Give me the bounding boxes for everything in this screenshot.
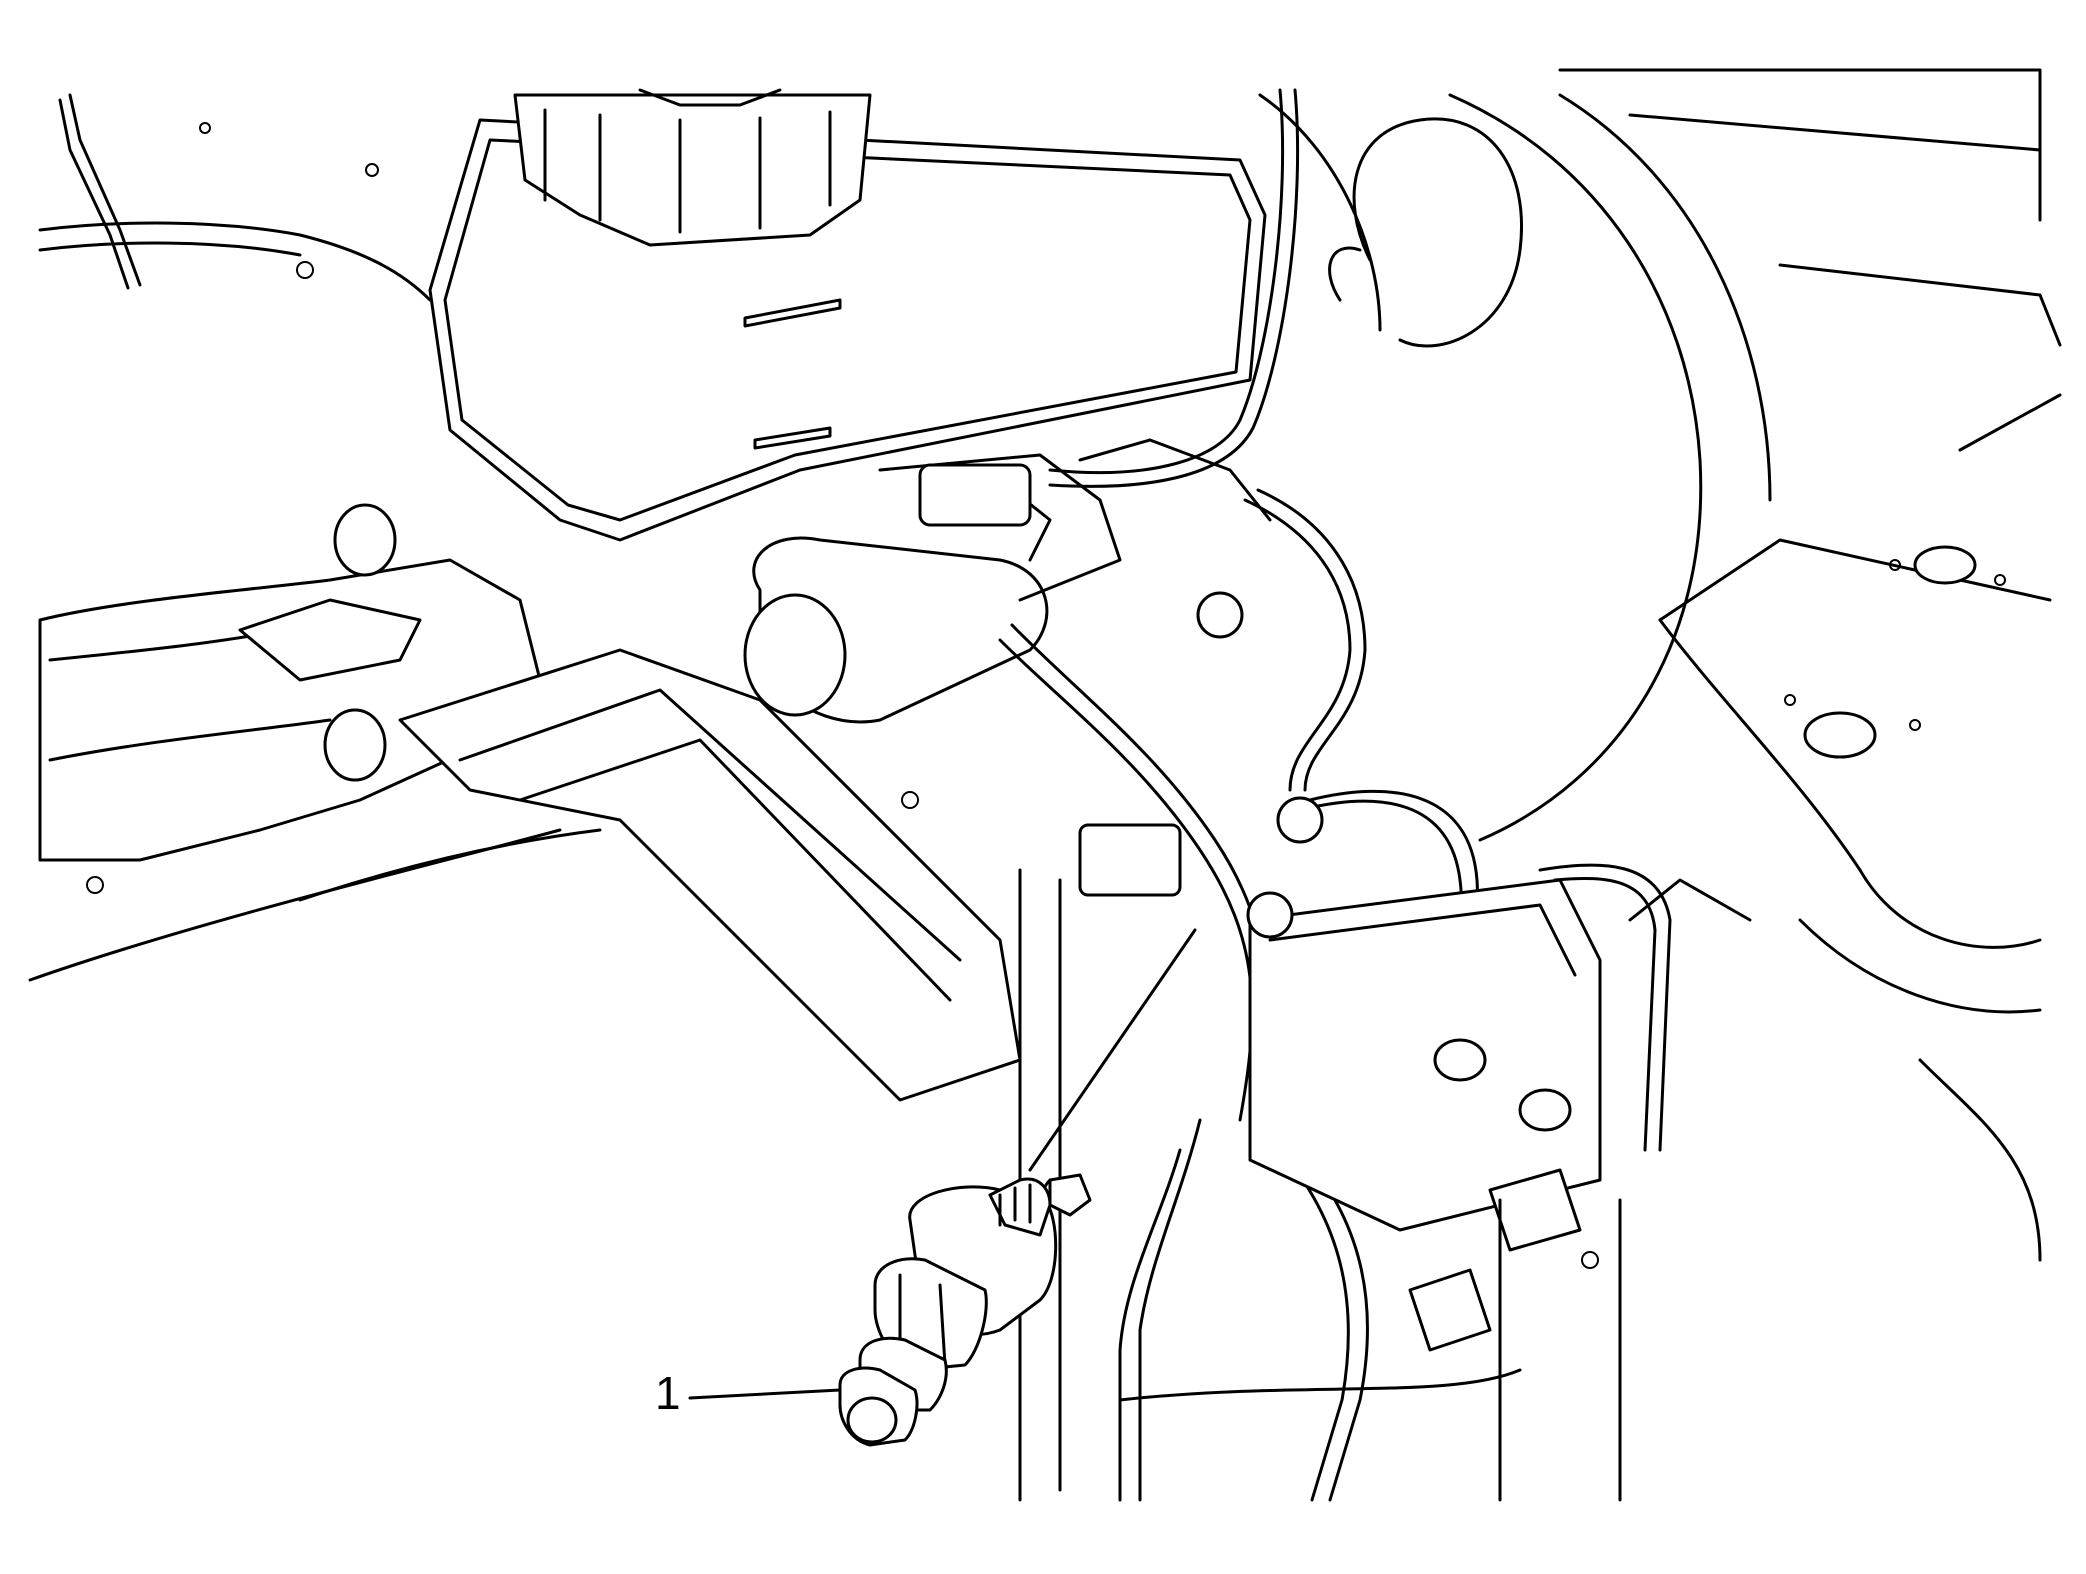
- frame-rail: [398, 648, 1062, 1502]
- pressure-sensor: [838, 1177, 1058, 1447]
- crossmember-left: [28, 503, 602, 982]
- firewall-panel-right: [1558, 68, 2062, 1262]
- brake-fluid-reservoir: [428, 88, 1267, 542]
- abs-module: [1078, 796, 1752, 1502]
- cable-top-left: [38, 93, 432, 302]
- callout-1-label: 1: [655, 1367, 681, 1419]
- brake-booster: [1258, 93, 1772, 842]
- mounting-bracket: [1028, 928, 1197, 1217]
- master-cylinder: [701, 438, 1272, 735]
- callout-1-leader: [688, 1388, 842, 1400]
